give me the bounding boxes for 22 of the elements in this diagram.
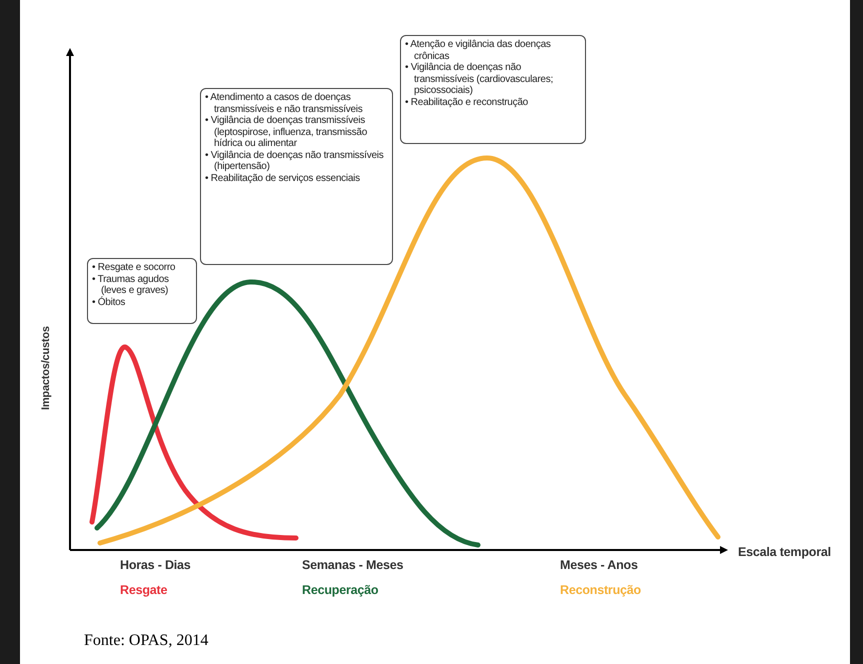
time-range-label: Semanas - Meses: [302, 558, 404, 572]
bullet-item: • Atendimento a casos de doenças transmissíveis e não transmissíveis: [205, 92, 364, 115]
phase-label: Recuperação: [302, 583, 378, 597]
bullet-item: • Resgate e socorro: [92, 262, 176, 274]
callout-box: [87, 258, 197, 324]
axis-title: Impactos/custos: [40, 326, 52, 410]
phase-label: Resgate: [120, 583, 168, 597]
time-range-label: Meses - Anos: [560, 558, 638, 572]
bullet-item: • Vigilância de doenças transmissíveis (leptospirose, influenza, transmissão hídrica ou alimentar: [205, 115, 368, 150]
source-note: Fonte: OPAS, 2014: [84, 632, 208, 650]
axis-title: Escala temporal: [738, 545, 831, 559]
bullet-item: • Reabilitação de serviços essenciais: [205, 172, 361, 184]
bullet-item: • Óbitos: [92, 296, 126, 308]
phase-label: Reconstrução: [560, 583, 641, 597]
bullet-item: • Vigilância de doenças não transmissíveis (cardiovasculares; psicossociais): [405, 62, 554, 96]
callout-box: [200, 88, 393, 265]
callout-box: [400, 35, 586, 144]
bullet-item: • Reabilitação e reconstrução: [405, 96, 529, 108]
bullet-item: • Atenção e vigilância das doenças crônicas: [405, 39, 552, 62]
bullet-item: • Vigilância de doenças não transmissíveis (hipertensão): [205, 150, 384, 172]
bullet-item: • Traumas agudos (leves e graves): [92, 274, 170, 296]
time-range-label: Horas - Dias: [120, 558, 191, 572]
